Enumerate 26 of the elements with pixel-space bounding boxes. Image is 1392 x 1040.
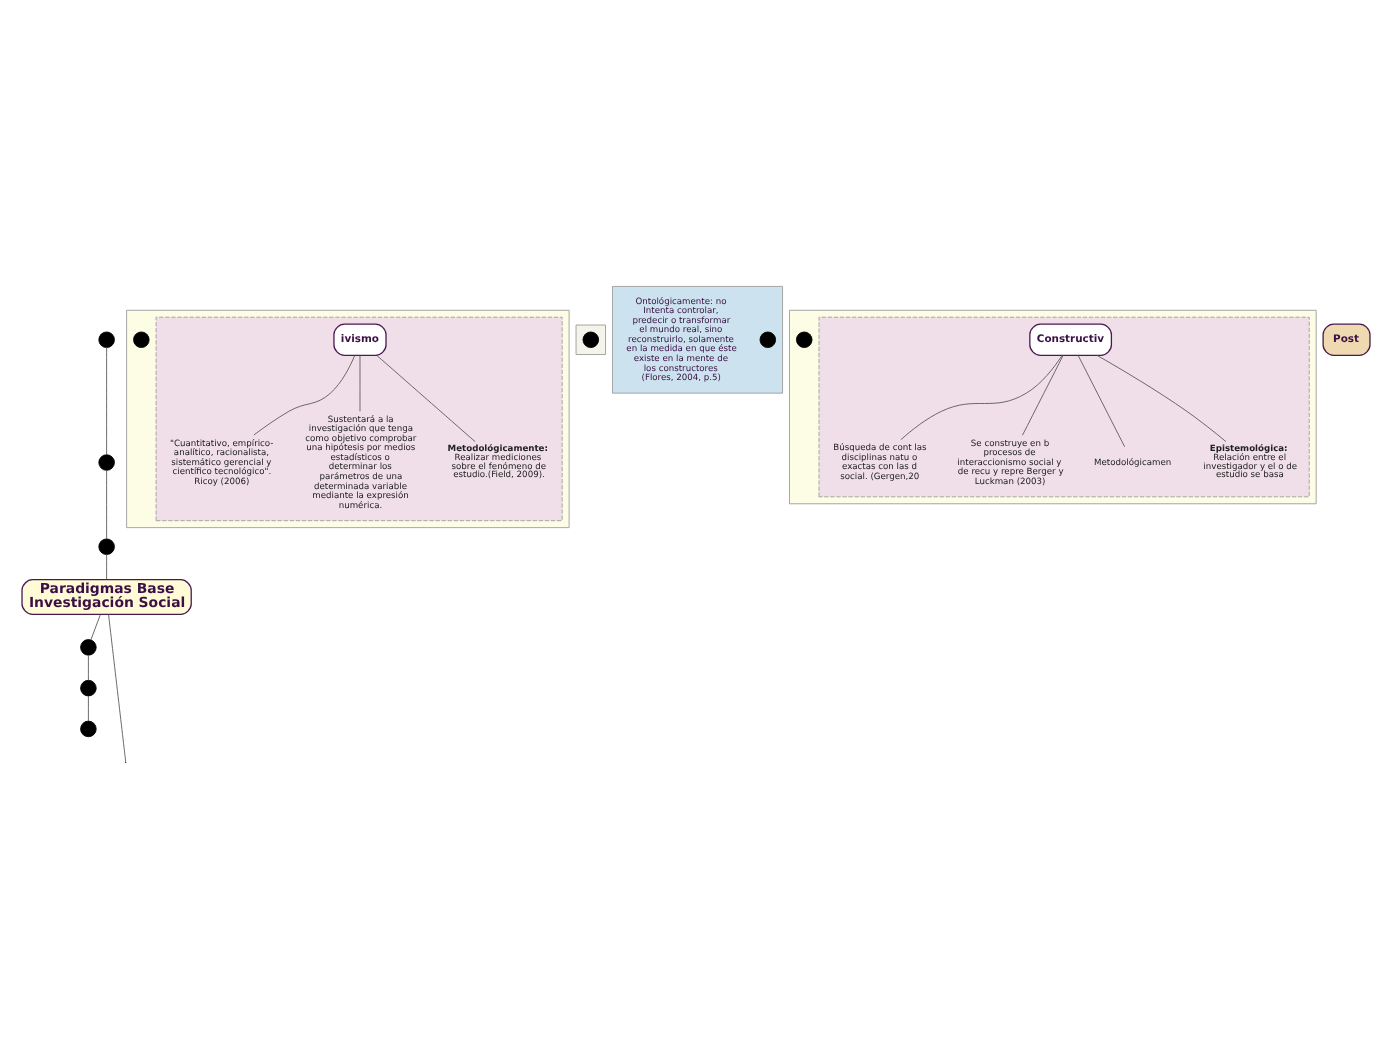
node-circle: [80, 678, 97, 696]
connector: [1096, 354, 1227, 441]
node-circle: [98, 537, 115, 554]
node-circle: [582, 330, 600, 347]
node-circle: [98, 453, 115, 470]
connector: [90, 613, 101, 640]
connector: [253, 354, 356, 435]
cluster: [575, 323, 606, 354]
cluster: [612, 284, 783, 393]
connector: [108, 613, 127, 762]
node-circle: [759, 330, 777, 347]
node-circle: [796, 330, 813, 347]
connector: [106, 346, 108, 455]
connector: [1022, 354, 1064, 435]
connector: [106, 469, 108, 539]
connector: [106, 553, 108, 579]
connector: [900, 354, 1063, 440]
connector: [376, 354, 476, 442]
node-circle: [133, 330, 150, 347]
node-circle: [98, 330, 115, 347]
connector: [87, 694, 89, 721]
node-circle: [80, 638, 97, 655]
connector: [87, 653, 89, 680]
node-circle: [80, 719, 97, 737]
connector: [359, 354, 361, 411]
connector: [1077, 354, 1126, 447]
